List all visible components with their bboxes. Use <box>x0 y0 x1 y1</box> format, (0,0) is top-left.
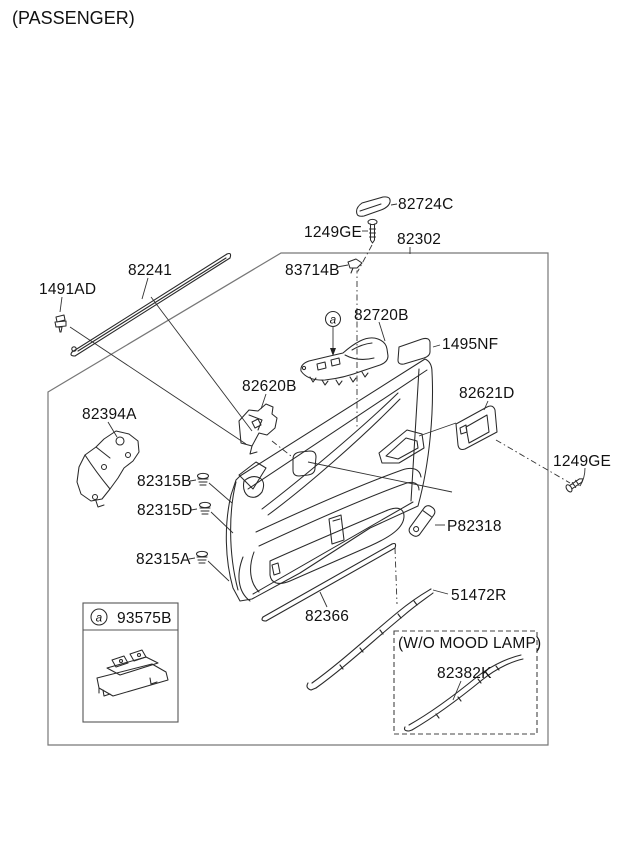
pad-1495NF-drawing <box>397 337 431 365</box>
label-82724C: 82724C <box>398 196 454 213</box>
window-switch-93575B-drawing <box>96 649 169 697</box>
label-51472R: 51472R <box>451 587 507 604</box>
leader-lines <box>59 203 586 701</box>
weatherstrip-82241-drawing <box>70 252 232 357</box>
label-P82318: P82318 <box>447 518 502 535</box>
callout-a-inset: a <box>90 608 108 626</box>
center-reference-lines <box>271 244 571 605</box>
grommet-82315D-icon <box>198 501 212 515</box>
label-82382K: 82382K <box>437 665 492 682</box>
switch-inset-box <box>82 602 179 723</box>
grommet-82315A-icon <box>195 550 209 564</box>
label-1491AD: 1491AD <box>39 281 96 298</box>
handle-bracket-82620B-drawing <box>238 403 278 455</box>
garnish-51472R-drawing <box>306 588 434 691</box>
label-1249GE-right: 1249GE <box>553 453 611 470</box>
label-82394A: 82394A <box>82 406 137 423</box>
label-1495NF: 1495NF <box>442 336 498 353</box>
callout-a-inset-letter: a <box>96 613 102 625</box>
screw-1249GE-right-drawing <box>565 478 584 493</box>
label-82315B: 82315B <box>137 473 192 490</box>
clip-83714B-drawing <box>347 258 363 274</box>
label-83714B: 83714B <box>285 262 340 279</box>
label-93575B: 93575B <box>117 610 172 627</box>
bracket-82394A-drawing <box>76 430 140 508</box>
label-1249GE-top: 1249GE <box>304 224 362 241</box>
label-82720B: 82720B <box>354 307 409 324</box>
passenger-note: (PASSENGER) <box>12 8 135 28</box>
lamp-lens-82724C-drawing <box>356 196 391 217</box>
clip-1491AD-drawing <box>54 314 67 333</box>
strip-82366-drawing <box>261 542 397 622</box>
label-82302: 82302 <box>397 231 441 248</box>
switch-bezel-82720B-drawing <box>300 337 389 386</box>
switch-bezel-82621D-drawing <box>455 405 498 451</box>
callout-a-top-letter: a <box>330 315 336 327</box>
screw-1249GE-top-drawing <box>367 218 378 244</box>
main-diagram-box <box>47 252 549 746</box>
label-wo-mood-lamp: (W/O MOOD LAMP) <box>398 635 541 652</box>
label-82620B: 82620B <box>242 378 297 395</box>
callout-a-top: a <box>324 310 342 356</box>
label-82241: 82241 <box>128 262 172 279</box>
label-82366: 82366 <box>305 608 349 625</box>
label-82621D: 82621D <box>459 385 515 402</box>
label-82315A: 82315A <box>136 551 191 568</box>
door-trim-panel-drawing <box>225 358 434 602</box>
label-82315D: 82315D <box>137 502 193 519</box>
grommet-82315B-icon <box>196 472 210 486</box>
mood-lamp-inset-box <box>393 630 538 735</box>
clip-P82318-drawing <box>408 505 436 537</box>
strip-82382K-drawing <box>403 654 524 732</box>
